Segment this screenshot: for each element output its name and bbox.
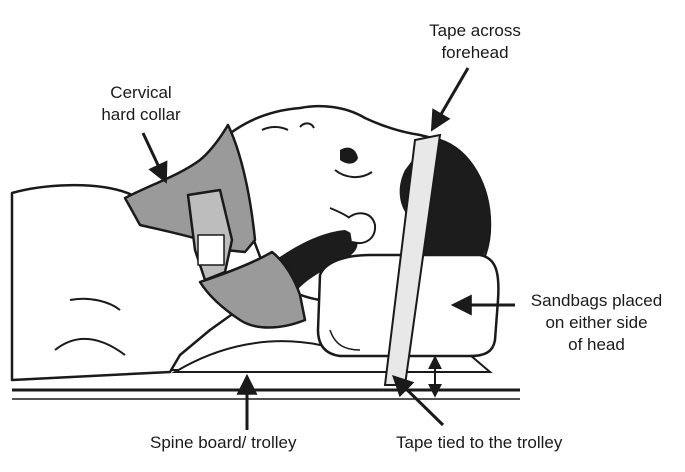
sandbags-label-line3: of head (568, 335, 625, 354)
spine-board-label: Spine board/ trolley (150, 433, 297, 452)
tape-trolley-arrow (391, 375, 445, 427)
tape-trolley-label: Tape tied to the trolley (396, 433, 563, 452)
collar-arrow (141, 132, 168, 184)
tape-forehead-label: Tape across forehead (410, 20, 540, 64)
tape-forehead-label-line1: Tape across (429, 21, 521, 40)
collar-label: Cervical hard collar (86, 82, 196, 126)
sandbags-label-line1: Sandbags placed (530, 291, 663, 310)
sandbags-label: Sandbags placed on either side of head (519, 290, 674, 356)
sandbags-label-line2: on either side (545, 313, 648, 332)
forehead-tape-arrow (430, 67, 470, 132)
label-arrows (141, 67, 515, 430)
collar-label-line2: hard collar (101, 105, 181, 124)
cervical-collar (123, 123, 307, 329)
tape-forehead-label-line2: forehead (441, 43, 509, 62)
collar-label-line1: Cervical (110, 83, 172, 102)
